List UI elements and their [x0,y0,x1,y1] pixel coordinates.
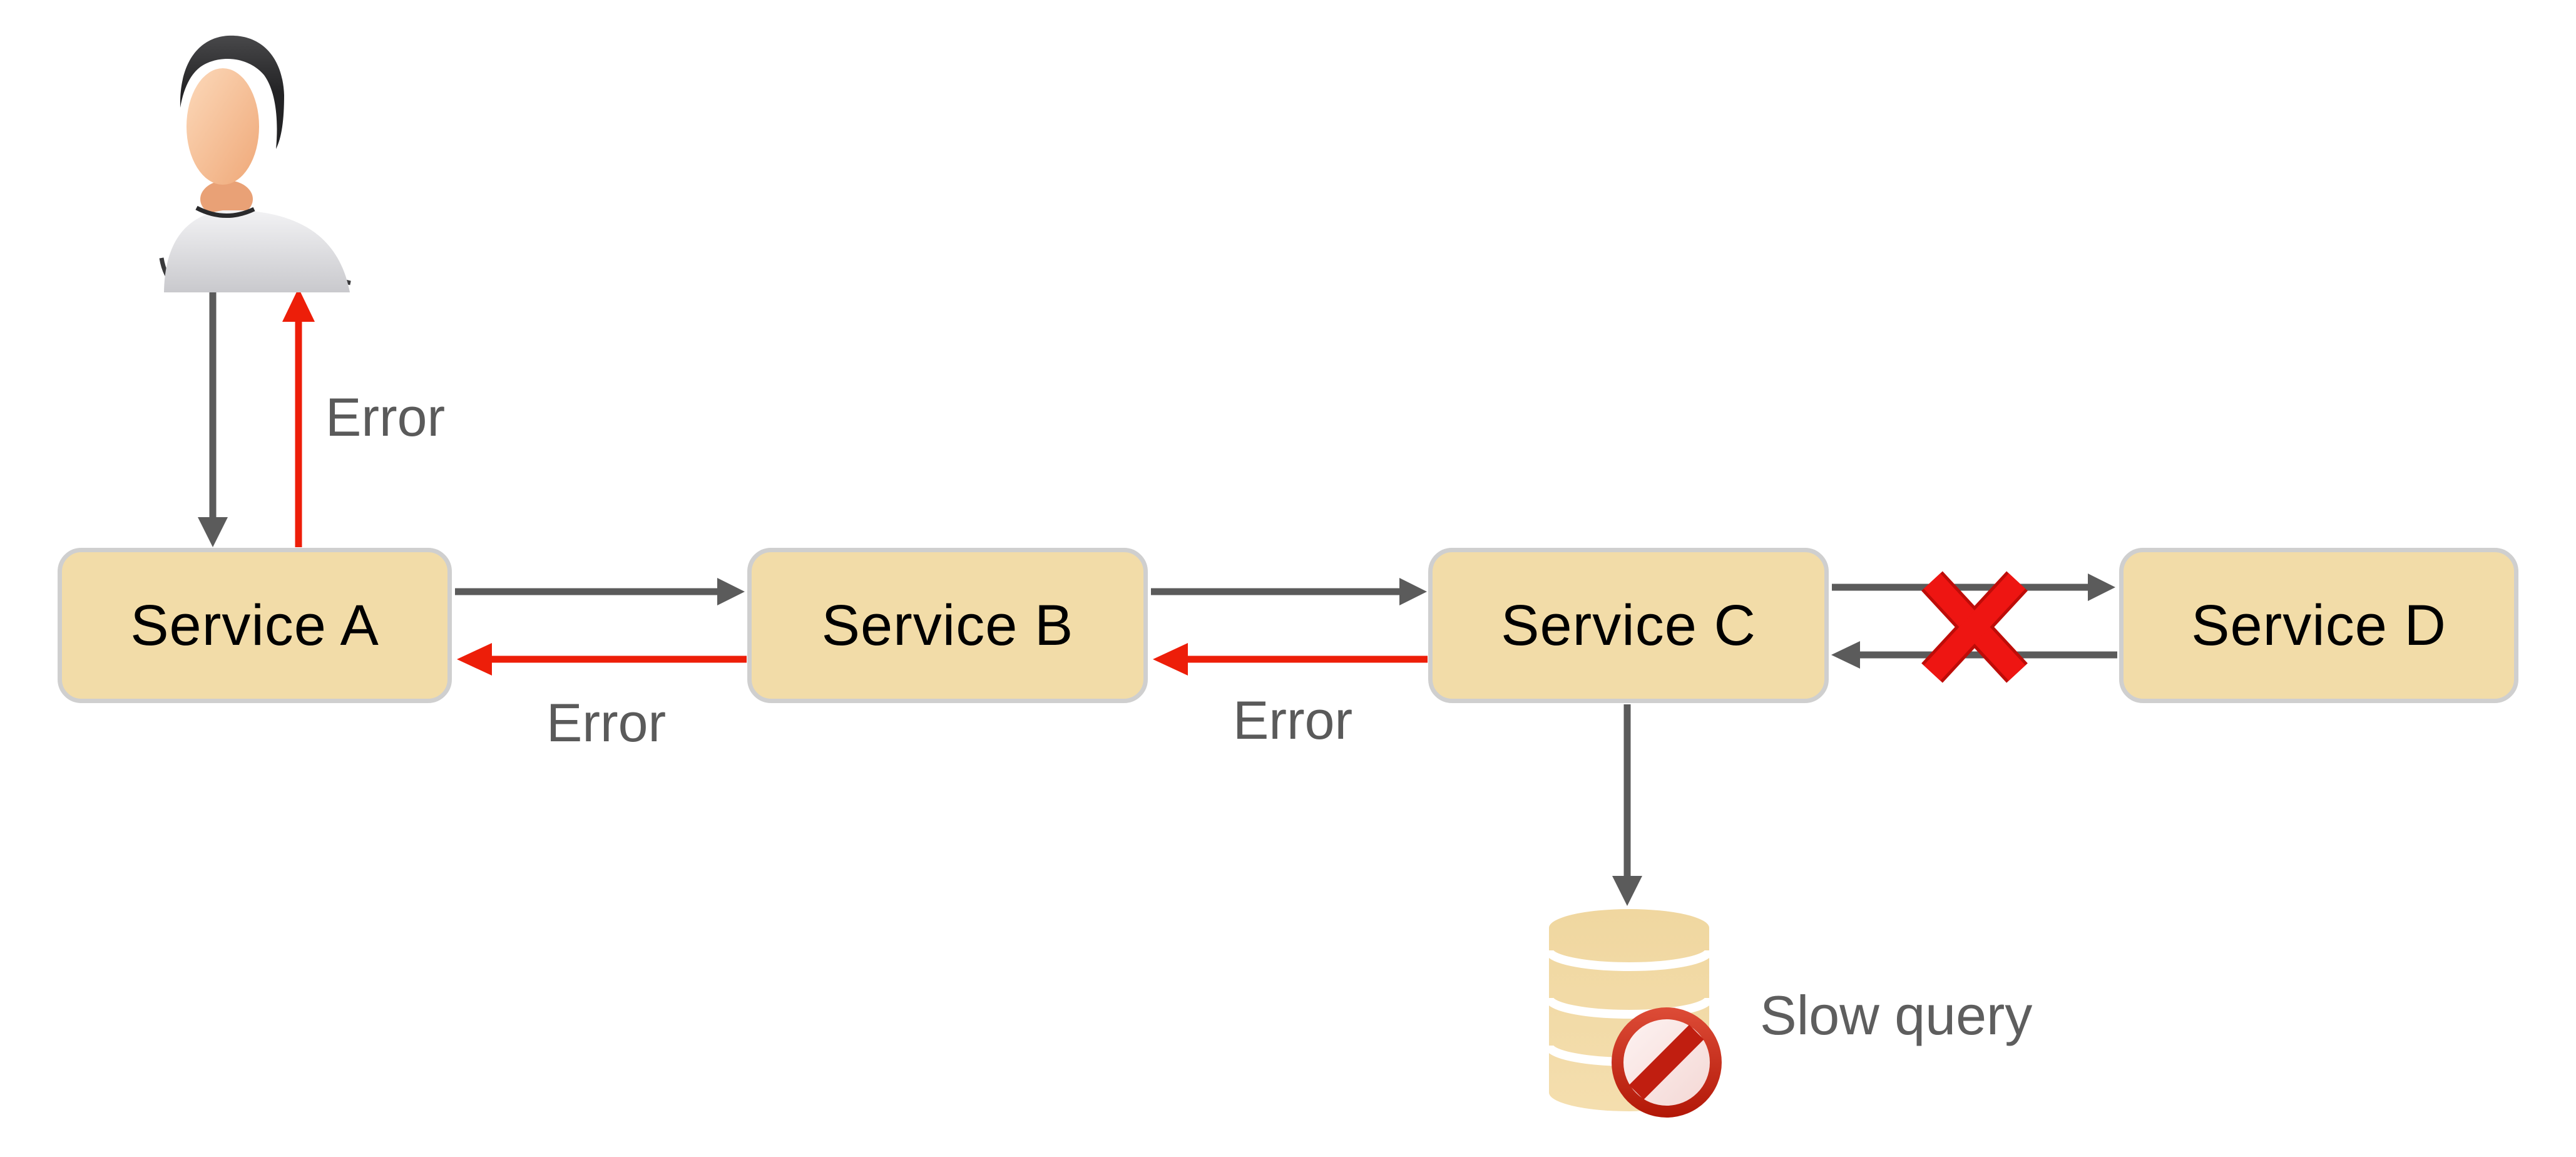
arrow-service-a-to-service-b [455,578,745,605]
error-label-a-b: Error [546,693,667,753]
service-d-node: Service D [2119,548,2518,703]
service-b-label: Service B [821,593,1074,657]
service-c-label: Service C [1501,593,1756,657]
arrow-service-a-to-user-error [282,288,315,547]
service-a-label: Service A [130,593,379,657]
arrow-service-c-to-service-d [1832,573,2115,601]
arrow-service-b-to-service-c [1151,578,1427,605]
arrow-service-c-to-service-b-error [1153,643,1428,676]
arrow-service-b-to-service-a-error [457,643,747,676]
service-a-node: Service A [58,548,452,703]
slow-query-label: Slow query [1760,984,2033,1046]
service-b-node: Service B [747,548,1148,703]
no-entry-icon [1612,1007,1722,1118]
service-c-node: Service C [1428,548,1829,703]
arrow-user-to-service-a [198,289,228,547]
failure-x-icon [1921,571,2028,683]
service-d-label: Service D [2191,593,2446,657]
arrow-service-c-to-database [1612,704,1642,906]
user-icon [159,35,351,292]
error-label-b-c: Error [1233,691,1353,751]
error-label-user: Error [325,388,446,448]
